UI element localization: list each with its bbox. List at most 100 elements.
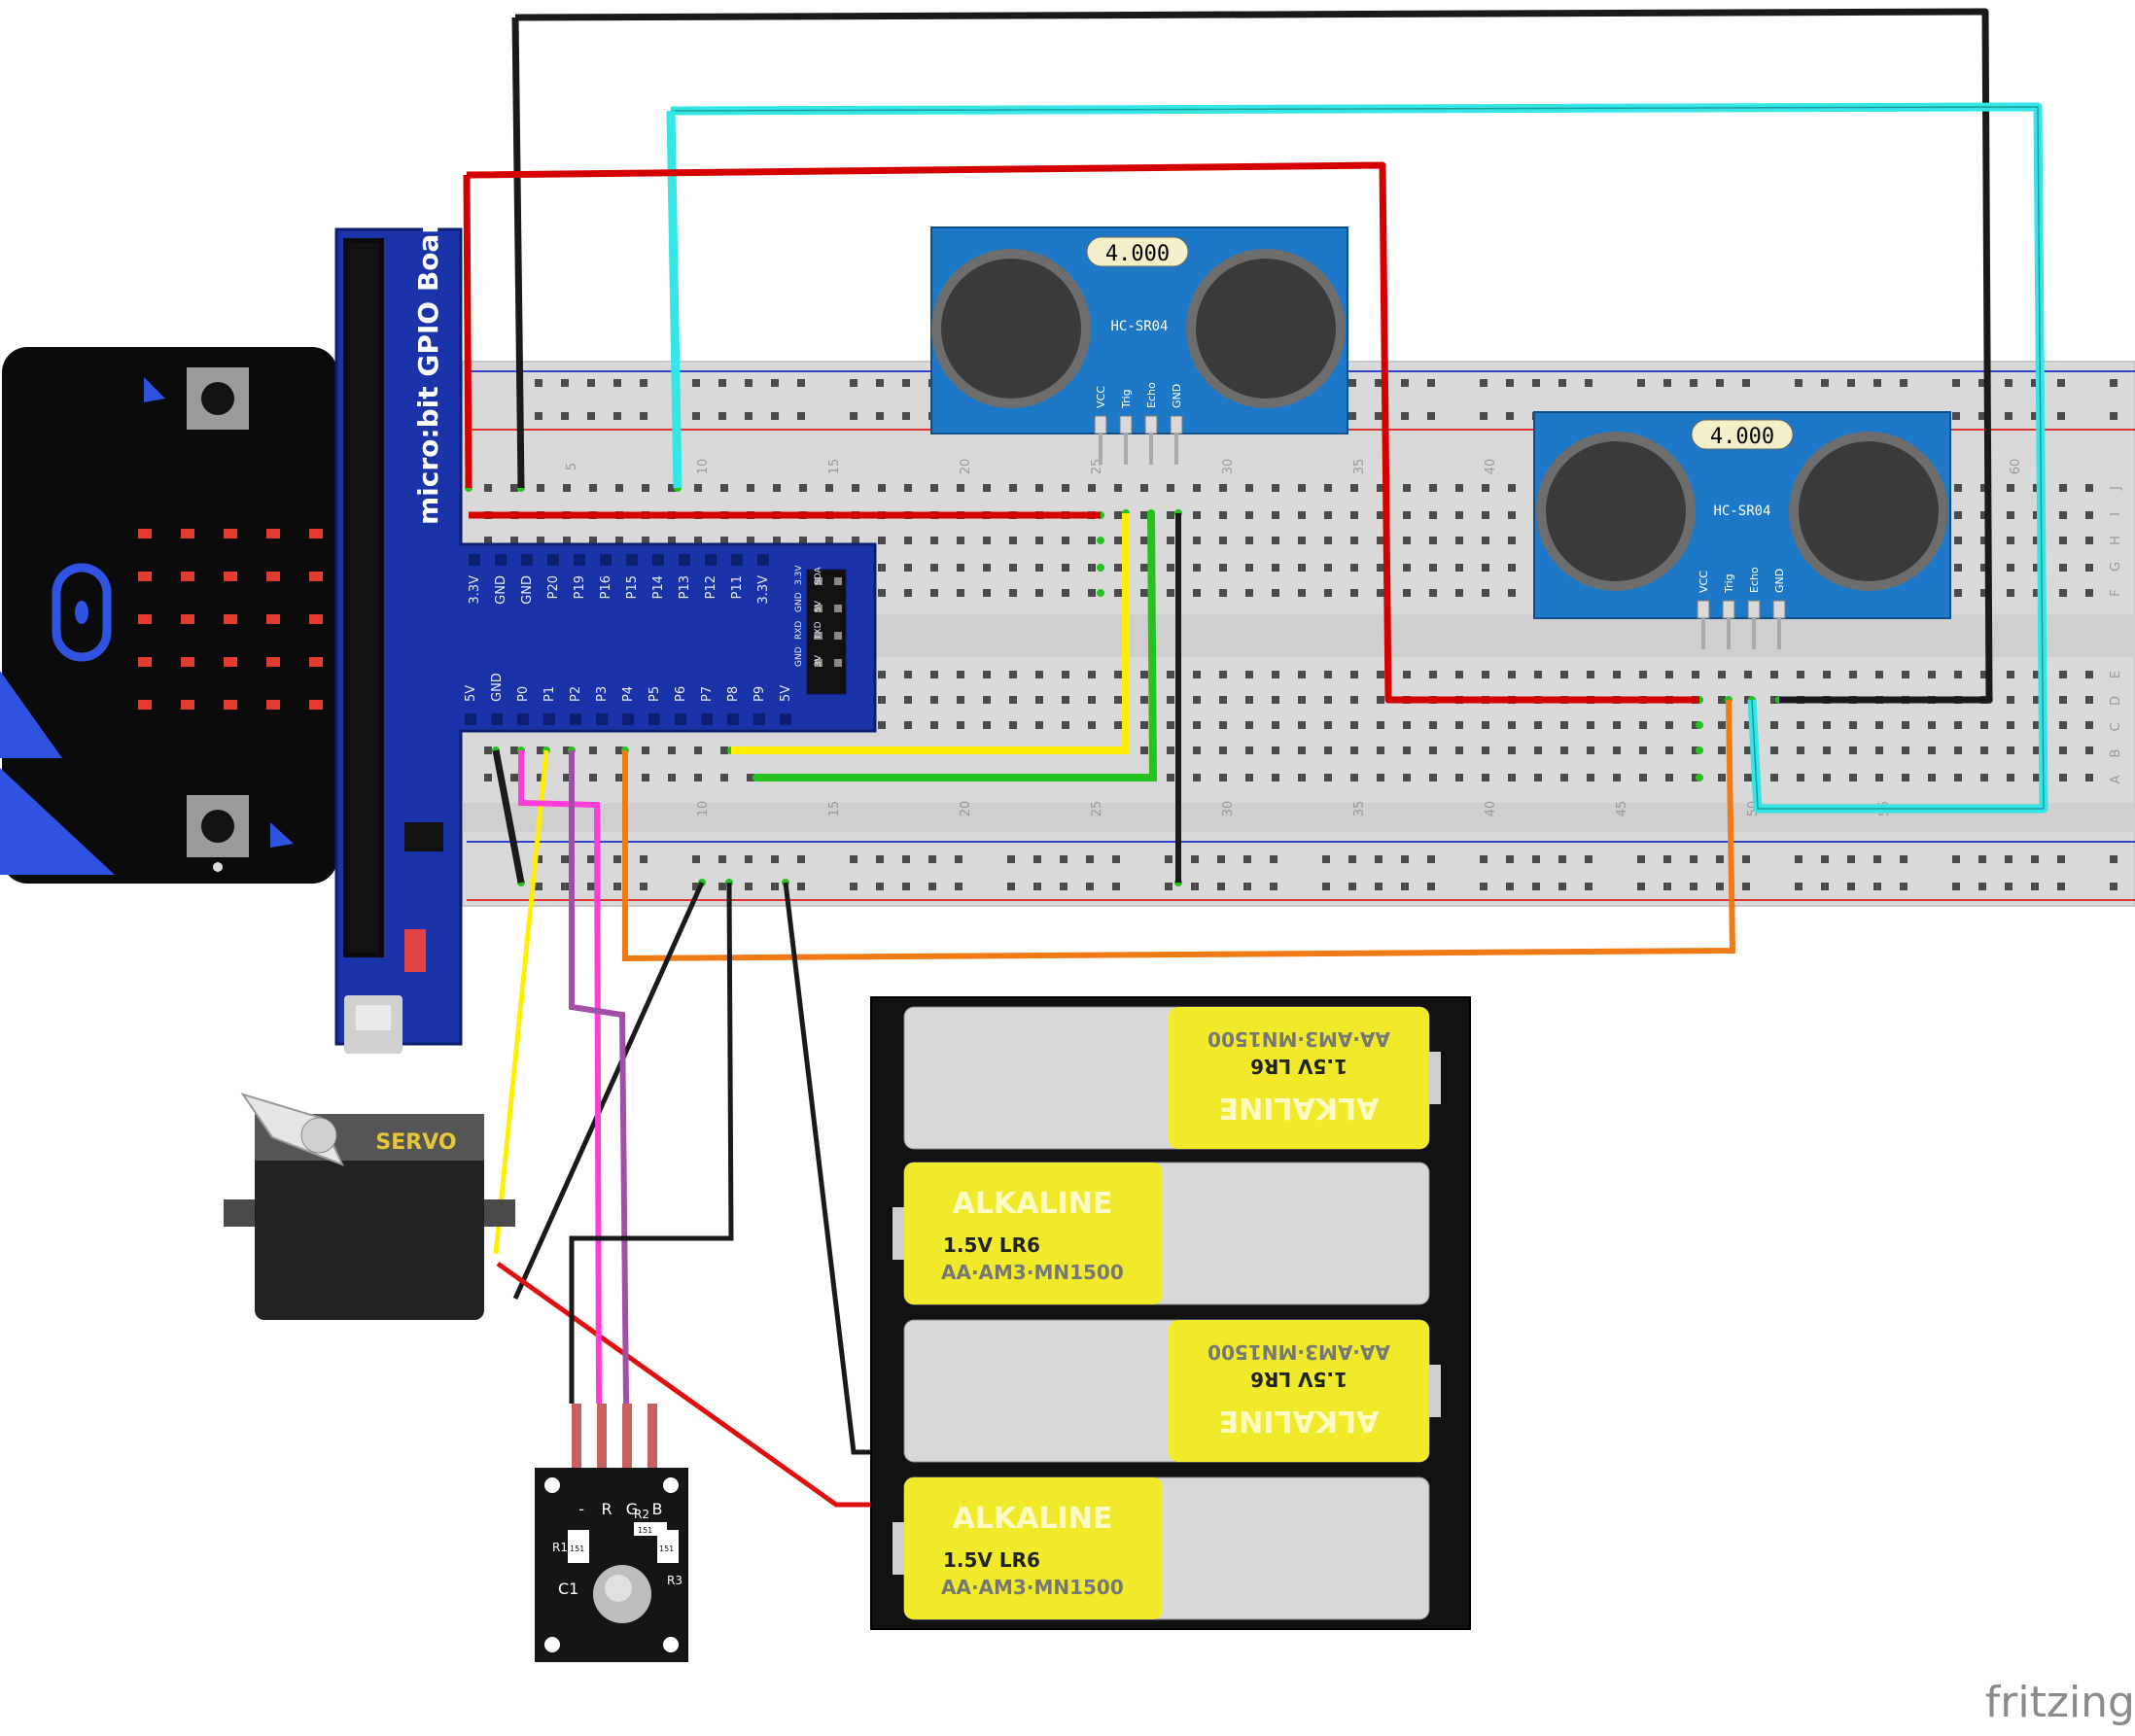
- gpio-pin-label: P7: [700, 686, 715, 702]
- rail-hole: [1821, 379, 1829, 387]
- sensor-pin-label: GND: [1171, 384, 1183, 408]
- gpio-pin-label: P15: [625, 575, 640, 599]
- breadboard-hole: [1324, 589, 1332, 597]
- breadboard-hole: [642, 484, 649, 492]
- rail-hole: [1558, 379, 1566, 387]
- rail-hole: [1690, 379, 1698, 387]
- breadboard-hole: [904, 696, 912, 704]
- breadboard-hole: [2033, 746, 2041, 754]
- breadboard-hole: [1482, 671, 1489, 678]
- breadboard-hole: [1324, 671, 1332, 678]
- breadboard-hole: [930, 721, 938, 729]
- row-letter: I: [2109, 512, 2123, 516]
- breadboard-hole: [1797, 721, 1804, 729]
- breadboard-hole: [2033, 696, 2041, 704]
- rail-hole: [1847, 883, 1855, 890]
- led: [266, 614, 280, 624]
- gpio-pin-label: P12: [704, 575, 718, 599]
- breadboard-hole: [1429, 537, 1437, 544]
- led: [266, 700, 280, 710]
- breadboard-hole: [1219, 721, 1227, 729]
- breadboard-hole: [589, 746, 597, 754]
- breadboard-hole: [1429, 721, 1437, 729]
- gpio-pin-label: P4: [621, 686, 636, 702]
- breadboard-hole: [799, 484, 807, 492]
- breadboard-hole: [1114, 564, 1122, 572]
- sensor-pin: [1119, 415, 1133, 434]
- cell-voltage: 1.5V LR6: [943, 1233, 1040, 1257]
- breadboard-hole: [694, 774, 702, 781]
- breadboard-hole: [1324, 696, 1332, 704]
- breadboard-hole: [1455, 589, 1463, 597]
- rail-hole: [1375, 855, 1382, 863]
- breadboard-hole: [1272, 537, 1279, 544]
- gpio-pin-label: P20: [546, 575, 561, 599]
- header-pin: [815, 605, 822, 612]
- breadboard-hole: [1560, 671, 1568, 678]
- breadboard-hole: [1482, 564, 1489, 572]
- breadboard-hole: [1324, 511, 1332, 519]
- breadboard-hole: [930, 671, 938, 678]
- led: [138, 700, 152, 710]
- rail-hole: [1348, 412, 1356, 420]
- breadboard-hole: [1482, 537, 1489, 544]
- breadboard-hole: [1298, 537, 1306, 544]
- rail-hole: [1375, 379, 1382, 387]
- rail-hole: [561, 379, 569, 387]
- rail-hole: [587, 412, 595, 420]
- breadboard-hole: [1114, 671, 1122, 678]
- rail-hole: [640, 412, 648, 420]
- breadboard-hole: [1088, 537, 1096, 544]
- breadboard-hole: [1377, 511, 1384, 519]
- rail-hole: [1007, 883, 1015, 890]
- gpio-pin-hole: [600, 554, 612, 566]
- breadboard-hole: [1350, 774, 1358, 781]
- breadboard-hole: [668, 537, 676, 544]
- resistor-r1-label: R1: [552, 1541, 568, 1554]
- breadboard-hole: [1167, 696, 1174, 704]
- sensor1-model: HC-SR04: [1110, 319, 1168, 334]
- rail-hole: [902, 883, 910, 890]
- breadboard-hole: [2085, 746, 2093, 754]
- breadboard-hole: [773, 537, 781, 544]
- breadboard-hole: [1114, 537, 1122, 544]
- wire-black-top-drop: [511, 17, 525, 489]
- breadboard-hole: [1770, 746, 1778, 754]
- sensor-leg: [1752, 618, 1756, 649]
- breadboard-hole: [642, 746, 649, 754]
- rail-hole: [2110, 379, 2118, 387]
- breadboard-hole: [825, 537, 833, 544]
- wire-green-echo: [756, 512, 1158, 781]
- rail-hole: [1401, 883, 1409, 890]
- breadboard-hole: [1560, 774, 1568, 781]
- gpio-pin-hole: [727, 713, 739, 725]
- breadboard-hole: [2059, 671, 2067, 678]
- breadboard-hole: [2033, 671, 2041, 678]
- breadboard-hole: [1482, 589, 1489, 597]
- breadboard-hole: [1482, 746, 1489, 754]
- breadboard-hole: [2007, 589, 2014, 597]
- breadboard-hole: [1062, 721, 1069, 729]
- rail-hole: [2031, 412, 2039, 420]
- rail-hole: [587, 379, 595, 387]
- breadboard-hole: [1455, 484, 1463, 492]
- breadboard-hole: [1167, 484, 1174, 492]
- rail-hole: [955, 883, 962, 890]
- led: [309, 572, 323, 581]
- breadboard-hole: [1035, 589, 1043, 597]
- rail-hole: [1532, 855, 1540, 863]
- breadboard-hole: [1429, 564, 1437, 572]
- breadboard-hole: [1587, 721, 1594, 729]
- sensor2-model: HC-SR04: [1713, 503, 1770, 519]
- breadboard-hole: [615, 746, 623, 754]
- cell-brand: ALKALINE: [1219, 1091, 1380, 1125]
- rail-hole: [1952, 412, 1960, 420]
- header-pin-label: TXD: [814, 621, 823, 641]
- rail-hole: [640, 883, 648, 890]
- breadboard-hole: [1167, 671, 1174, 678]
- breadboard-hole: [1167, 537, 1174, 544]
- breadboard-hole: [1954, 589, 1962, 597]
- breadboard-hole: [1324, 746, 1332, 754]
- gpio-pin-hole: [543, 713, 555, 725]
